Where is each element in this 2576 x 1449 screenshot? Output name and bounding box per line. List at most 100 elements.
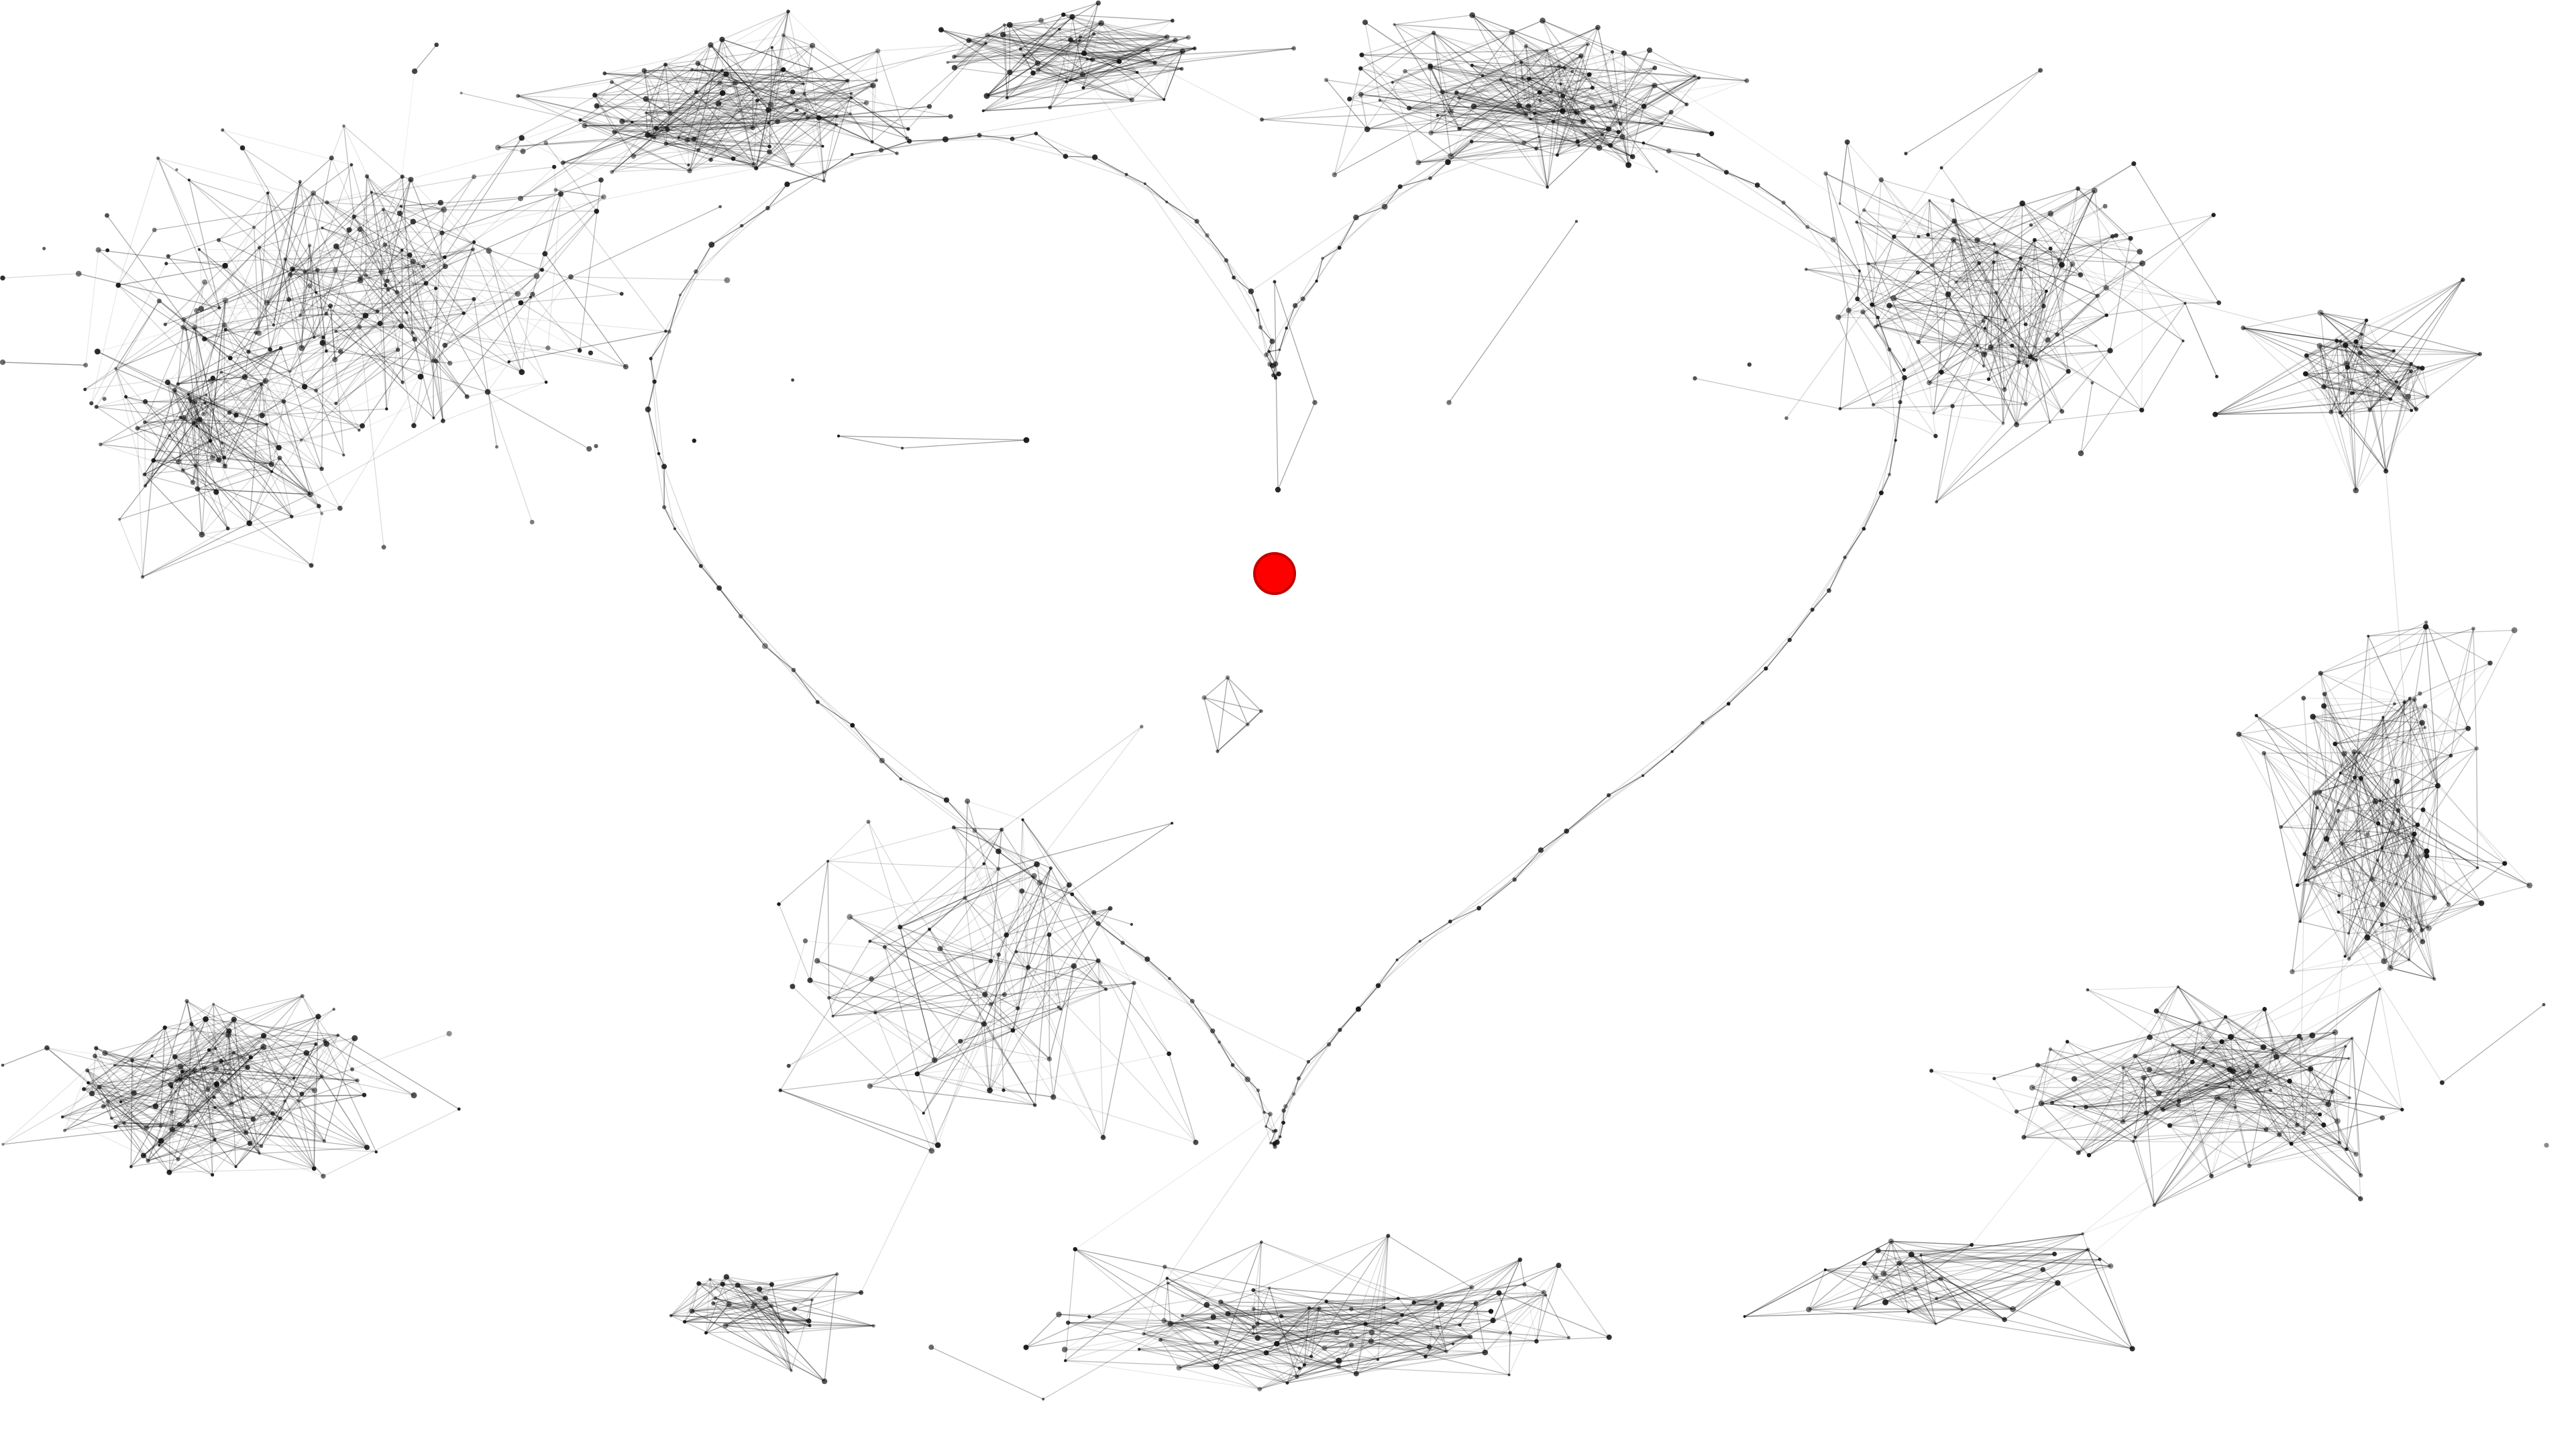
graph-node[interactable] (140, 575, 145, 579)
graph-node[interactable] (405, 311, 409, 315)
graph-node[interactable] (520, 148, 526, 154)
graph-node[interactable] (696, 148, 701, 152)
graph-node[interactable] (197, 248, 201, 251)
graph-node[interactable] (386, 287, 390, 292)
graph-node[interactable] (291, 268, 295, 271)
graph-node[interactable] (1415, 160, 1421, 166)
graph-node[interactable] (2002, 387, 2007, 392)
graph-node[interactable] (1436, 113, 1440, 117)
graph-node[interactable] (2397, 386, 2402, 390)
graph-node[interactable] (1845, 307, 1851, 313)
graph-node[interactable] (1448, 109, 1454, 115)
graph-node[interactable] (1641, 103, 1647, 109)
graph-node[interactable] (143, 399, 148, 405)
graph-node[interactable] (1559, 83, 1562, 86)
graph-node[interactable] (952, 54, 957, 59)
graph-node[interactable] (195, 486, 201, 492)
graph-node[interactable] (2359, 775, 2363, 781)
graph-node[interactable] (519, 369, 525, 376)
graph-node[interactable] (719, 90, 726, 96)
graph-node[interactable] (517, 195, 524, 201)
graph-node[interactable] (325, 200, 329, 205)
graph-node[interactable] (1359, 52, 1364, 58)
graph-node[interactable] (1951, 237, 1957, 243)
graph-node[interactable] (850, 96, 853, 99)
graph-node[interactable] (1077, 39, 1081, 42)
graph-node[interactable] (1164, 34, 1170, 40)
graph-node[interactable] (434, 42, 439, 48)
graph-node[interactable] (540, 268, 544, 272)
graph-node[interactable] (641, 68, 647, 74)
graph-node[interactable] (2070, 261, 2076, 267)
graph-node[interactable] (2215, 374, 2218, 378)
graph-node[interactable] (1977, 261, 1982, 266)
graph-node[interactable] (1534, 146, 1538, 151)
graph-node[interactable] (691, 136, 697, 142)
graph-node[interactable] (720, 68, 724, 72)
graph-node[interactable] (948, 114, 953, 119)
graph-node[interactable] (1646, 47, 1653, 53)
graph-node[interactable] (1950, 198, 1955, 203)
graph-node[interactable] (2033, 237, 2037, 242)
graph-node[interactable] (315, 290, 318, 294)
graph-node[interactable] (2023, 402, 2028, 407)
graph-node[interactable] (1332, 172, 1338, 178)
graph-node[interactable] (2041, 303, 2046, 309)
graph-node[interactable] (2316, 343, 2323, 349)
graph-node[interactable] (598, 177, 604, 183)
graph-node[interactable] (2422, 704, 2428, 708)
graph-node[interactable] (2347, 957, 2351, 961)
graph-node[interactable] (2139, 407, 2145, 413)
graph-node[interactable] (2139, 260, 2146, 267)
graph-node[interactable] (2019, 200, 2025, 207)
graph-node[interactable] (2477, 352, 2482, 357)
graph-node[interactable] (1621, 50, 1627, 56)
graph-node[interactable] (1065, 80, 1069, 84)
graph-node[interactable] (765, 107, 771, 113)
graph-node[interactable] (1927, 380, 1932, 386)
graph-node[interactable] (2110, 234, 2115, 239)
graph-node[interactable] (2410, 409, 2414, 413)
graph-node[interactable] (190, 480, 196, 485)
graph-node[interactable] (223, 328, 227, 331)
graph-node[interactable] (754, 166, 759, 170)
graph-node[interactable] (2048, 246, 2053, 251)
graph-node[interactable] (782, 33, 786, 38)
graph-node[interactable] (1069, 78, 1072, 82)
graph-node[interactable] (1509, 29, 1515, 36)
graph-node[interactable] (176, 459, 181, 465)
graph-node[interactable] (610, 80, 614, 85)
graph-node[interactable] (1652, 83, 1658, 89)
graph-node[interactable] (1358, 66, 1363, 71)
graph-node[interactable] (266, 191, 270, 195)
graph-node[interactable] (610, 170, 614, 174)
graph-node[interactable] (2102, 203, 2108, 209)
graph-node[interactable] (1983, 327, 1986, 330)
graph-node[interactable] (2392, 349, 2396, 353)
graph-node[interactable] (1590, 85, 1595, 90)
graph-node[interactable] (321, 226, 324, 229)
graph-node[interactable] (2128, 235, 2133, 241)
graph-node[interactable] (342, 453, 345, 457)
graph-node[interactable] (180, 325, 186, 330)
graph-node[interactable] (1855, 220, 1858, 224)
graph-node[interactable] (1560, 93, 1566, 99)
graph-node[interactable] (42, 247, 46, 250)
graph-node[interactable] (1562, 66, 1566, 70)
graph-node[interactable] (1378, 99, 1381, 102)
graph-node[interactable] (1550, 90, 1554, 94)
graph-node[interactable] (2045, 337, 2051, 343)
graph-node[interactable] (849, 112, 852, 115)
graph-node[interactable] (203, 337, 207, 341)
graph-node[interactable] (2059, 262, 2065, 268)
graph-node[interactable] (1129, 97, 1134, 103)
graph-node[interactable] (2090, 381, 2094, 385)
graph-node[interactable] (667, 111, 673, 116)
graph-node[interactable] (875, 48, 881, 54)
graph-node[interactable] (568, 274, 574, 280)
graph-node[interactable] (767, 149, 772, 155)
graph-node[interactable] (1469, 12, 1475, 18)
graph-node[interactable] (105, 213, 109, 218)
graph-node[interactable] (533, 273, 540, 279)
graph-node[interactable] (821, 145, 824, 148)
